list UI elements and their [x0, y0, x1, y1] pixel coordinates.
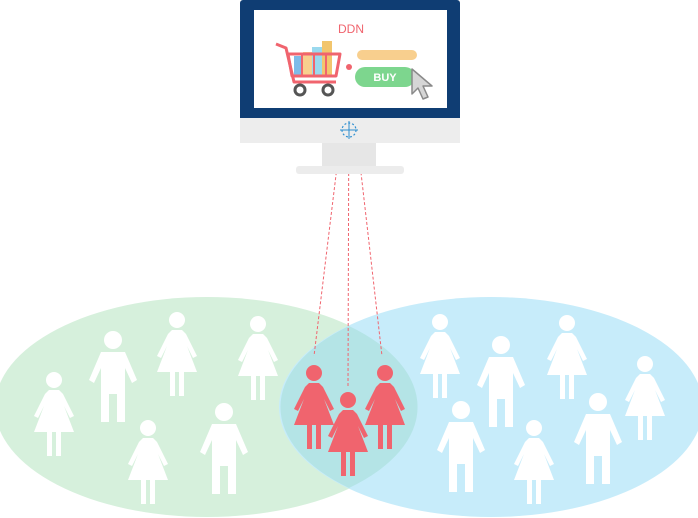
targeting-line [347, 67, 350, 387]
crosshair-target-icon [340, 121, 358, 139]
monitor: DDN BUY [240, 0, 460, 174]
shopping-cart-icon [275, 41, 342, 97]
mouse-pointer-icon [411, 68, 433, 100]
signal-origin-dot [346, 64, 352, 70]
input-bar [357, 50, 417, 60]
targeting-line [313, 67, 350, 357]
targeting-lines [313, 67, 383, 387]
screen-title: DDN [338, 22, 364, 36]
monitor-base [296, 166, 404, 174]
buy-button[interactable]: BUY [355, 67, 415, 87]
monitor-stand [322, 140, 376, 168]
buy-button-label: BUY [373, 72, 397, 84]
targeting-line [348, 67, 383, 357]
